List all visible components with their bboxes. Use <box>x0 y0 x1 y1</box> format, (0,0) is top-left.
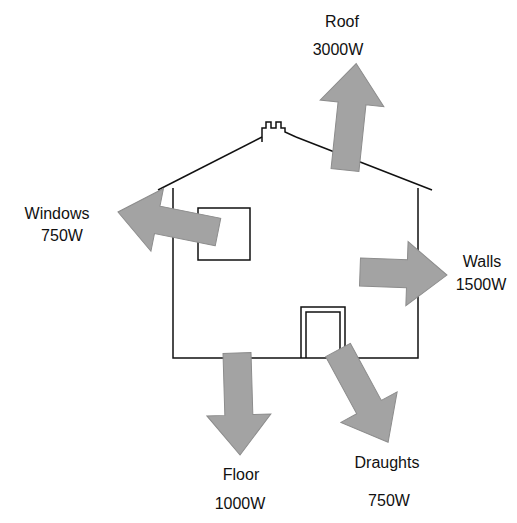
heat-arrow <box>313 60 388 173</box>
part-name: Floor <box>223 465 259 484</box>
heat-arrow <box>310 335 416 458</box>
part-name: Walls <box>463 252 502 271</box>
heat-arrow <box>205 352 272 456</box>
power-value: 750W <box>41 226 83 245</box>
power-value: 3000W <box>313 40 364 59</box>
power-value: 750W <box>368 491 410 510</box>
part-name: Windows <box>25 204 90 223</box>
part-name: Roof <box>325 12 359 31</box>
power-value: 1000W <box>215 494 266 513</box>
heat-arrow <box>112 181 225 264</box>
part-name: Draughts <box>355 453 420 472</box>
power-value: 1500W <box>456 275 507 294</box>
heat-arrow <box>359 240 448 307</box>
heat-arrows <box>112 60 448 457</box>
